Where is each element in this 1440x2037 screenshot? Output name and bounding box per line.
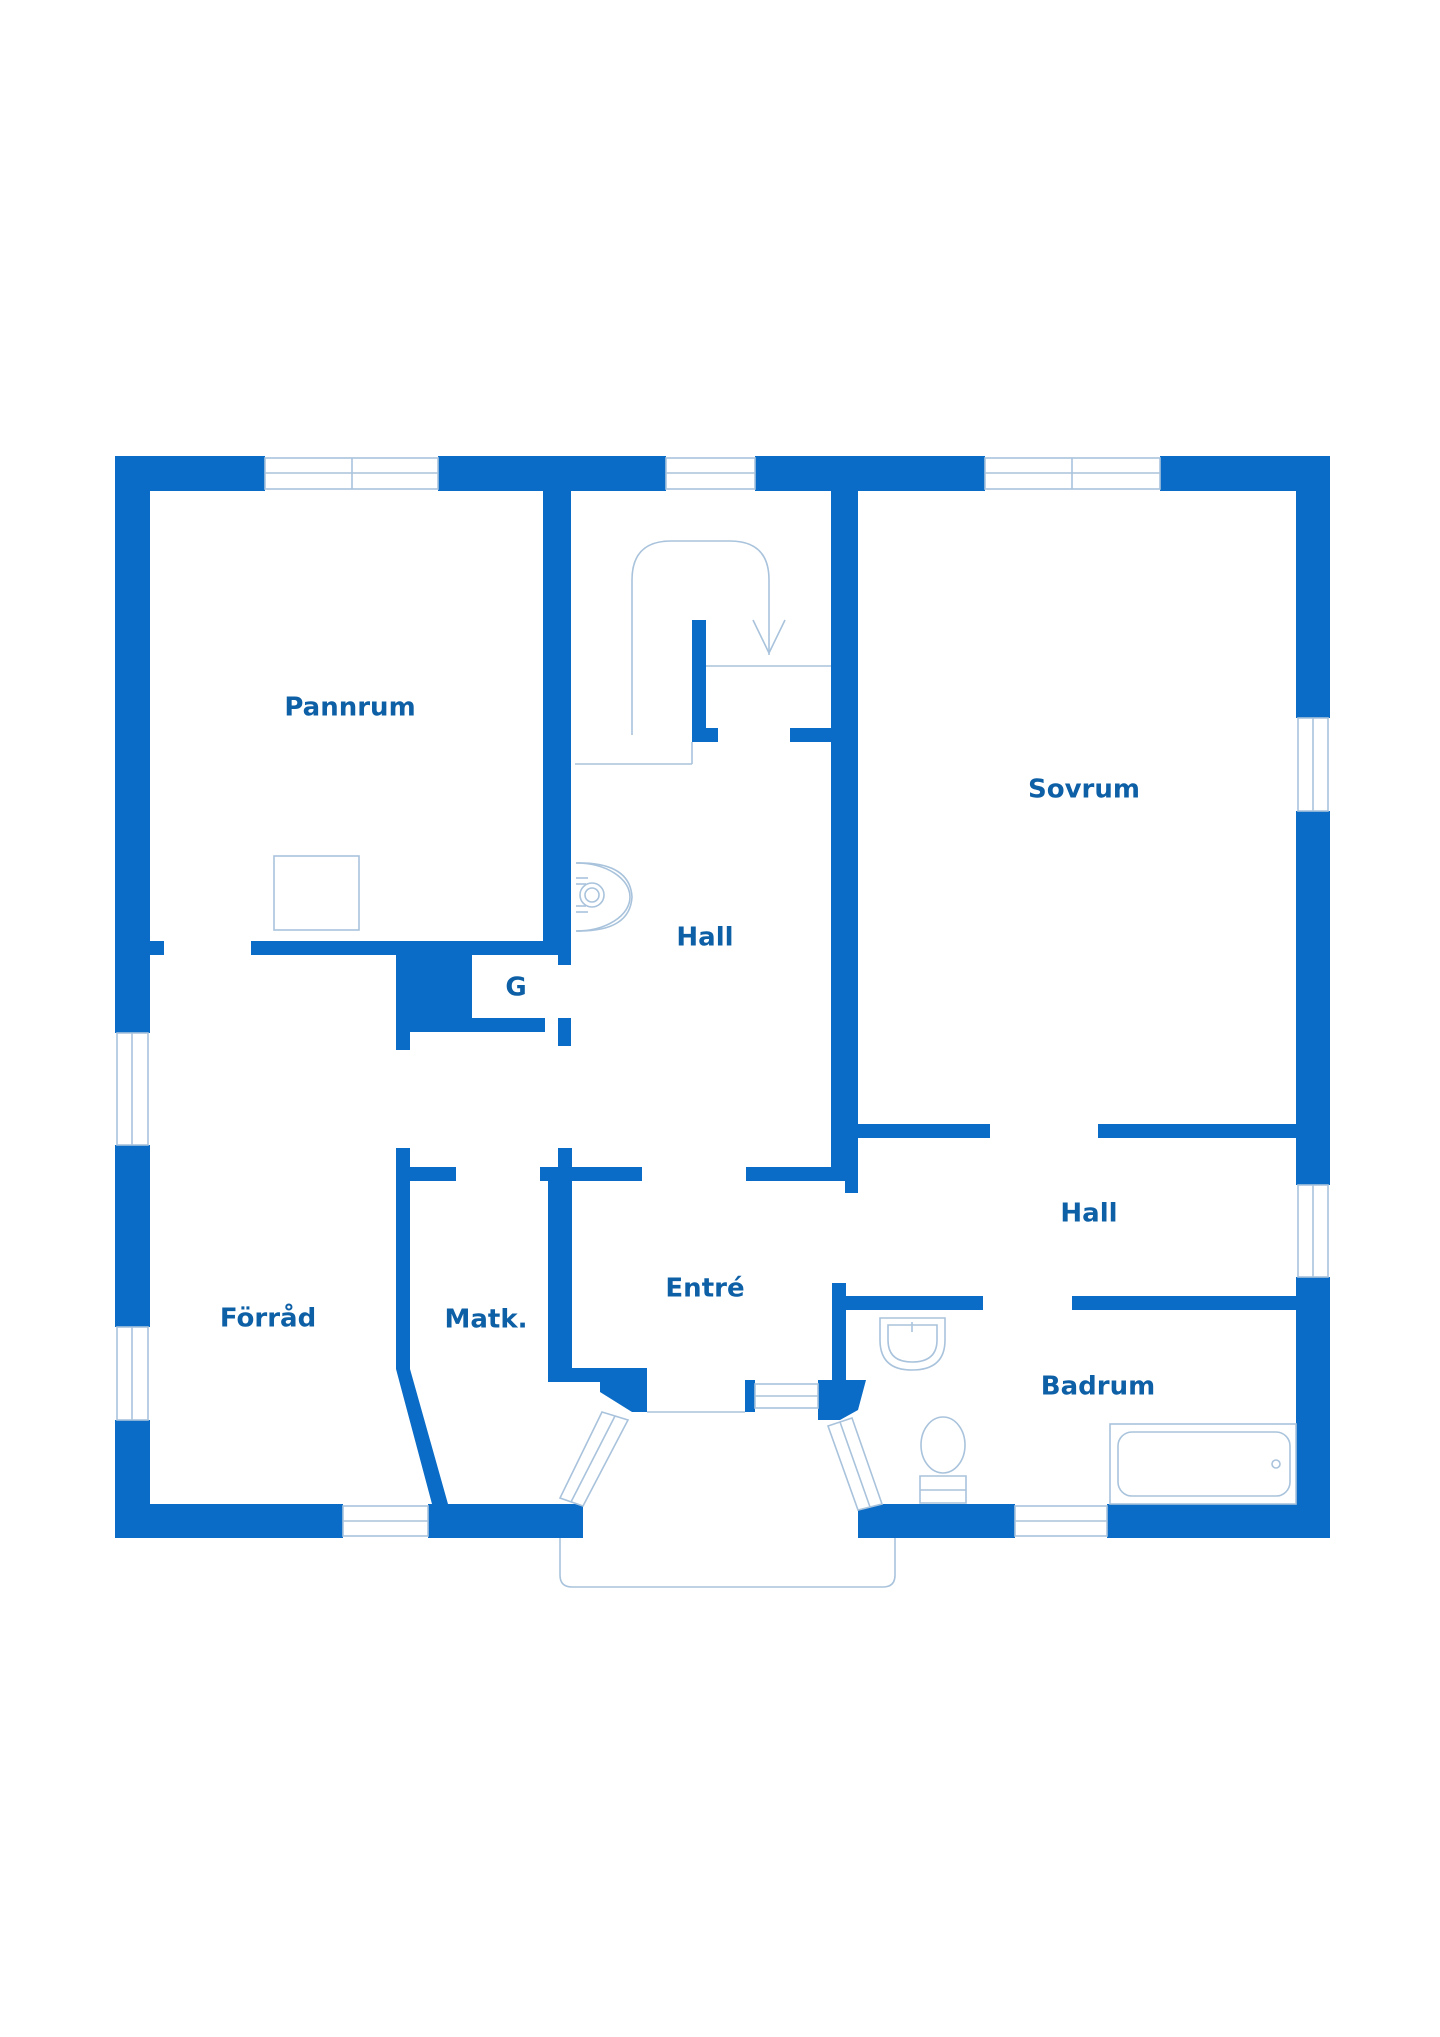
wall-bottom-4 [1107,1504,1330,1538]
wall-g-bottom [410,1018,545,1032]
stair [575,540,831,765]
windows [116,457,1329,1537]
room-label-forrad: Förråd [220,1302,316,1334]
interior-walls [150,491,1296,1504]
wall-entre-left [548,1167,572,1382]
room-label-hall-lower: Hall [1060,1199,1117,1229]
wall-badrum-top-a [846,1296,983,1310]
stair-outline [631,540,770,735]
wall-entre-corner-right [818,1380,866,1420]
wall-right-2 [1296,811,1330,1185]
toilet-icon [919,1416,967,1504]
sink-icon [879,1317,946,1371]
wall-pannrum-bottom-b [251,941,571,955]
wall-right-1 [1296,456,1330,718]
fixtures [273,855,1297,1505]
room-label-sovrum: Sovrum [1028,775,1140,805]
wall-hall-ledge [790,728,835,742]
wall-forrad-right-diagonal [396,1369,448,1504]
cabinet-icon [273,855,360,931]
stove-icon [575,862,633,932]
wall-badrum-top-b [1072,1296,1296,1310]
wall-left-1 [115,456,150,1033]
room-label-pannrum: Pannrum [284,693,415,723]
wall-entre-top-a [572,1167,642,1181]
window-bay-left [558,1411,630,1507]
room-labels: Pannrum Sovrum Hall G Hall Entré Förråd … [220,693,1155,1402]
wall-bottom-3 [858,1504,1015,1538]
wall-stair-post [692,620,706,735]
room-label-hall-upper: Hall [676,923,733,953]
wall-g-left [396,955,472,1018]
wall-sovrum-bottom-a [858,1124,990,1138]
wall-badrum-left [832,1283,846,1382]
room-label-gas: G [505,973,526,1003]
wall-sovrum-left [845,491,858,1193]
wall-right-3 [1296,1277,1330,1538]
wall-top-2 [438,456,666,491]
wall-forrad-right-top [396,1148,410,1369]
wall-sovrum-left-b [845,1140,858,1193]
wall-hall-right [831,491,845,1167]
entry-bay [558,1411,896,1588]
room-label-badrum: Badrum [1041,1372,1155,1402]
room-label-entre: Entré [665,1274,744,1304]
wall-g-right-bottom [558,1018,571,1046]
wall-sovrum-bottom-b [1098,1124,1296,1138]
wall-pannrum-right [543,491,571,941]
wall-bottom-1 [115,1504,343,1538]
exterior-walls [115,456,1330,1538]
wall-left-2 [115,1145,150,1327]
wall-stair-foot [692,728,718,742]
wall-entre-top-b [746,1167,845,1181]
front-porch [559,1538,896,1588]
wall-bottom-2 [428,1504,583,1538]
wall-forrad-stub [410,1167,456,1181]
wall-g-left-stub [396,1018,410,1050]
wall-pannrum-bottom-a [150,941,164,955]
bathtub-icon [1109,1423,1297,1505]
wall-entre-corner-left [600,1368,647,1412]
wall-top-3 [755,456,985,491]
wall-g-right-top [558,955,571,965]
wall-entre-door-left [745,1380,755,1412]
room-label-matk: Matk. [444,1305,527,1335]
